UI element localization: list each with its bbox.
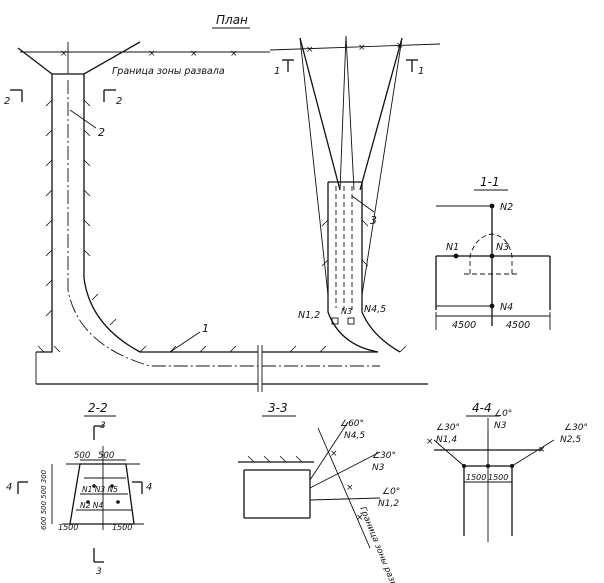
- plan-title: План: [216, 13, 248, 27]
- svg-text:N3: N3: [494, 421, 507, 431]
- svg-text:∠60°: ∠60°: [340, 419, 364, 429]
- cut-1-markers: 1 1: [274, 59, 424, 77]
- svg-text:2: 2: [4, 96, 10, 107]
- svg-text:N1,4: N1,4: [436, 435, 457, 445]
- svg-text:3: 3: [96, 567, 102, 577]
- callout-1: 1: [202, 322, 209, 335]
- svg-text:×: ×: [330, 449, 338, 459]
- label-n3: N3: [341, 307, 352, 316]
- left-plan: × × × × 1: [17, 41, 270, 385]
- svg-text:2: 2: [116, 96, 122, 107]
- svg-text:∠0°: ∠0°: [494, 409, 512, 419]
- svg-text:4500: 4500: [452, 320, 476, 331]
- section-2-2: 2-2 3 N1 N3 N5 N2 N4 500 500 1500 1500 6…: [6, 401, 152, 577]
- svg-text:N1,2: N1,2: [378, 499, 399, 509]
- svg-text:1500: 1500: [58, 523, 78, 532]
- svg-text:∠30°: ∠30°: [436, 423, 460, 433]
- svg-text:3: 3: [100, 421, 106, 431]
- svg-text:4-4: 4-4: [472, 401, 492, 415]
- svg-text:×: ×: [230, 49, 238, 59]
- svg-text:×: ×: [346, 483, 354, 493]
- svg-text:N3: N3: [372, 463, 385, 473]
- zone-boundary-rotated: Граница зоны развала: [357, 505, 404, 583]
- svg-text:N2: N2: [500, 202, 513, 213]
- svg-text:∠0°: ∠0°: [382, 487, 400, 497]
- svg-text:×: ×: [356, 513, 364, 523]
- svg-text:×: ×: [60, 49, 68, 59]
- svg-text:×: ×: [306, 45, 314, 55]
- section-1-1: 1-1 N1 N2 N3 N4 4500 4500: [435, 175, 551, 331]
- svg-text:4500: 4500: [506, 320, 530, 331]
- svg-text:N4,5: N4,5: [344, 431, 365, 441]
- svg-text:4: 4: [6, 482, 12, 493]
- svg-text:500: 500: [98, 451, 114, 461]
- svg-text:×: ×: [538, 445, 546, 455]
- svg-text:3-3: 3-3: [268, 401, 288, 415]
- svg-text:N1: N1: [446, 242, 459, 253]
- svg-text:N3: N3: [496, 242, 509, 253]
- svg-text:1-1: 1-1: [480, 175, 500, 189]
- svg-text:N4: N4: [500, 302, 513, 313]
- svg-text:∠30°: ∠30°: [372, 451, 396, 461]
- svg-text:1500: 1500: [466, 473, 486, 482]
- svg-text:500: 500: [74, 451, 90, 461]
- svg-text:1: 1: [274, 66, 280, 77]
- svg-text:2-2: 2-2: [88, 401, 108, 415]
- zone-boundary-label: Граница зоны развала: [112, 66, 225, 77]
- label-n45: N4,5: [364, 304, 386, 315]
- svg-text:1500: 1500: [488, 473, 508, 482]
- svg-text:4: 4: [146, 482, 152, 493]
- cut-2-markers: 2 2: [4, 89, 122, 107]
- svg-text:∠30°: ∠30°: [564, 423, 588, 433]
- label-n12: N1,2: [298, 310, 320, 321]
- svg-text:600 500 500 300: 600 500 500 300: [40, 469, 48, 530]
- svg-text:×: ×: [148, 49, 156, 59]
- svg-text:N2,5: N2,5: [560, 435, 581, 445]
- svg-text:N2 N4: N2 N4: [80, 501, 103, 510]
- svg-text:×: ×: [426, 437, 434, 447]
- section-4-4: 4-4 × × ∠30° N1,4 ∠0° N3 ∠30° N2,5 1500 …: [426, 401, 588, 542]
- callout-2: 2: [98, 126, 105, 139]
- svg-text:1500: 1500: [112, 523, 132, 532]
- section-3-3: 3-3 × × × ∠60° N4,5 ∠30° N3 ∠0° N1,2 Гра…: [238, 401, 404, 583]
- svg-text:×: ×: [190, 49, 198, 59]
- callout-3: 3: [370, 214, 377, 227]
- svg-text:N1 N3 N5: N1 N3 N5: [82, 485, 118, 494]
- svg-text:1: 1: [418, 66, 424, 77]
- svg-text:×: ×: [358, 43, 366, 53]
- right-plan: × × × 3 N1,2: [257, 35, 441, 392]
